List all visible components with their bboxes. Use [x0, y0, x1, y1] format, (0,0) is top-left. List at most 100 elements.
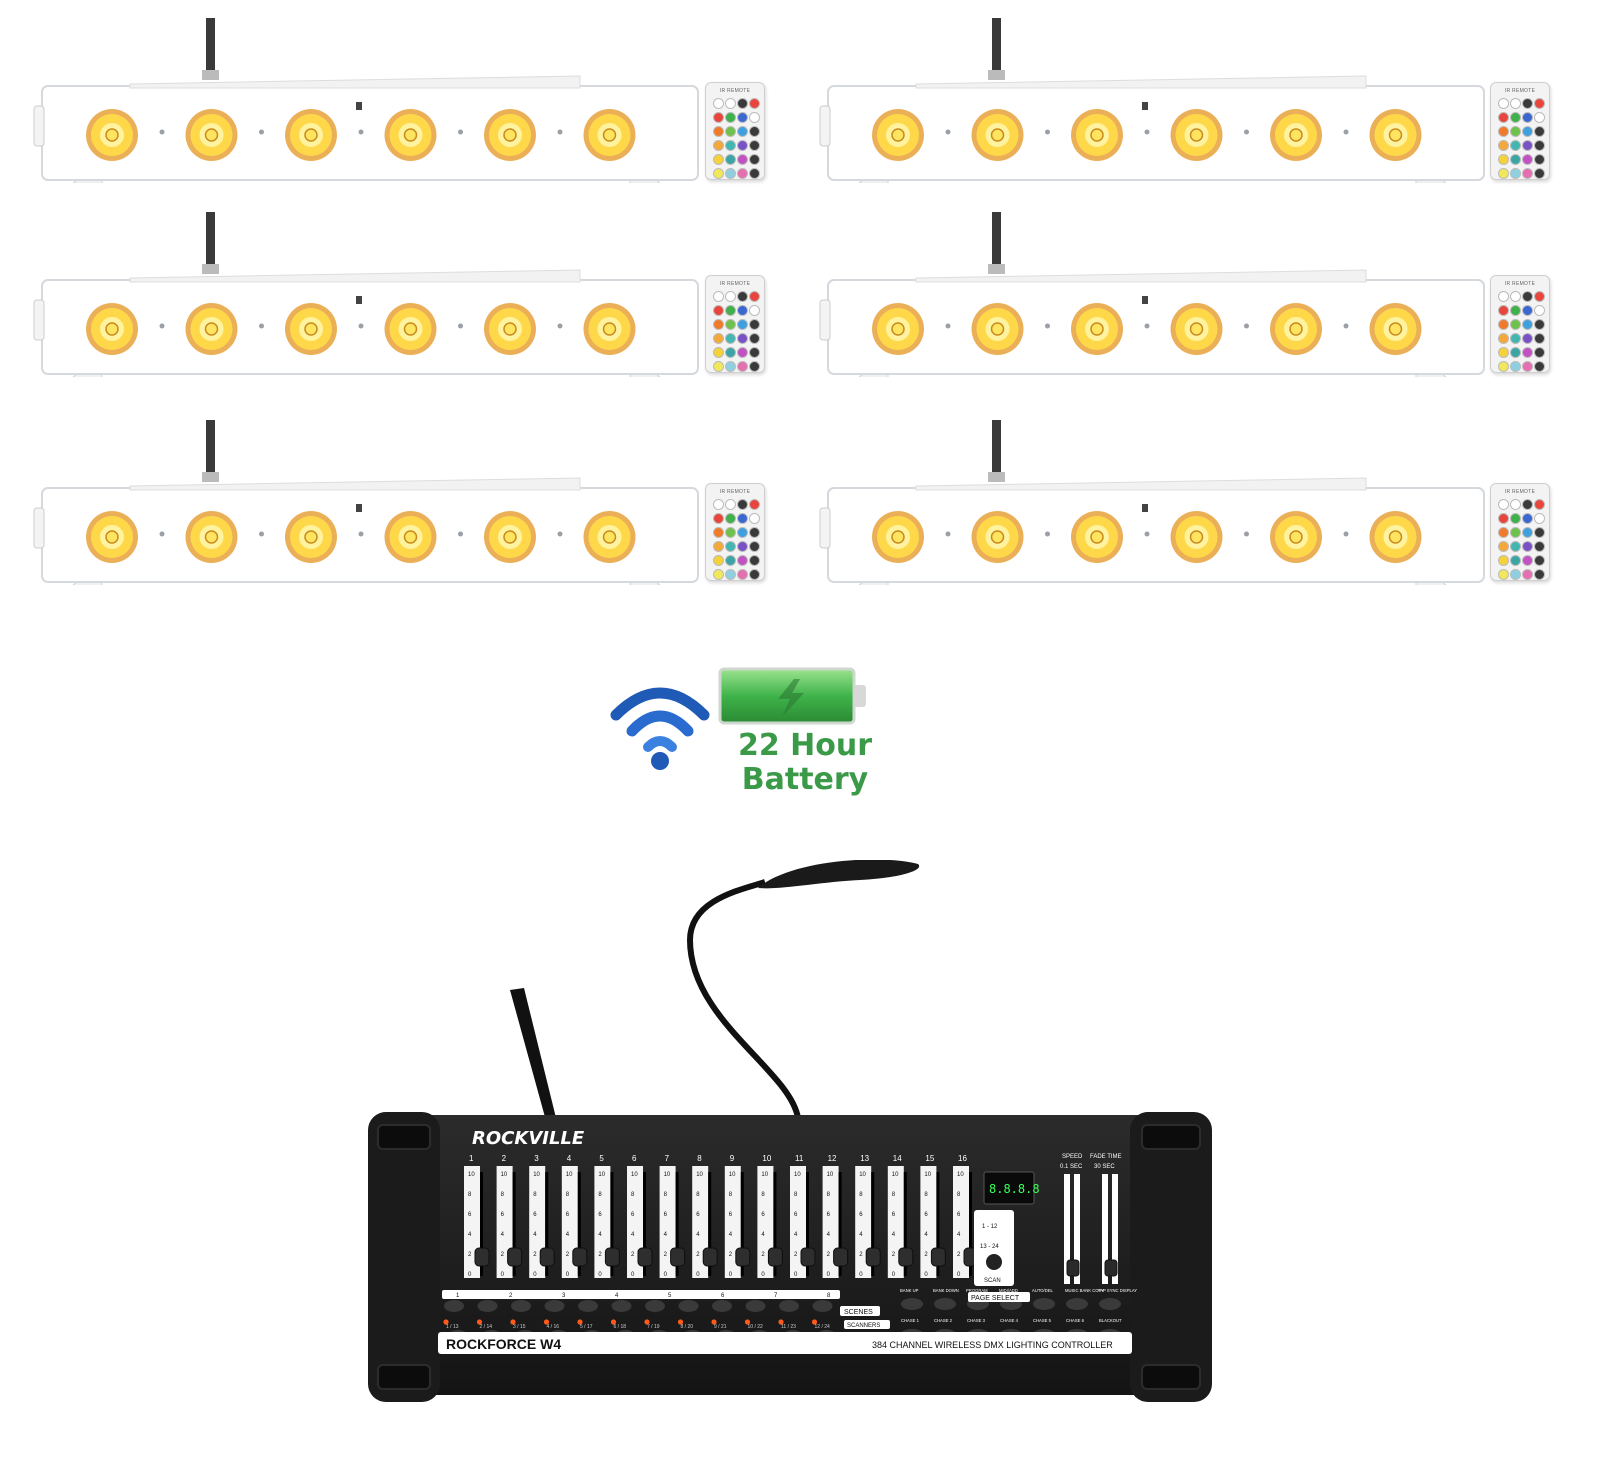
scanner-led [811, 1319, 818, 1325]
channel-fader[interactable] [898, 1247, 914, 1267]
remote-label: IR REMOTE [1504, 281, 1536, 287]
chase-label: CHASE 6 [1066, 1318, 1085, 1323]
fader-scale-number: 8 [501, 1192, 505, 1198]
channel-fader[interactable] [735, 1247, 751, 1267]
ir-remote: IR REMOTE [705, 483, 765, 581]
remote-key [1497, 126, 1509, 137]
fader-scale-number: 8 [794, 1192, 798, 1198]
scene-button[interactable] [678, 1300, 699, 1312]
remote-key [712, 513, 724, 524]
scene-button[interactable] [511, 1300, 531, 1312]
scanner-label: 5 / 17 [580, 1324, 593, 1330]
fader-scale-number: 10 [729, 1172, 736, 1178]
remote-key [1521, 168, 1533, 179]
scene-button[interactable] [444, 1300, 464, 1312]
remote-key [736, 98, 748, 109]
scene-button[interactable] [611, 1300, 632, 1312]
function-button[interactable] [1099, 1298, 1121, 1310]
fader-scale-number: 4 [827, 1232, 831, 1238]
remote-key [1497, 555, 1509, 566]
remote-key [724, 555, 736, 566]
fader-scale-number: 8 [729, 1192, 733, 1198]
remote-key [1497, 140, 1509, 151]
remote-key [736, 499, 748, 510]
scene-button[interactable] [578, 1300, 598, 1312]
fader-scale-number: 0 [664, 1272, 668, 1278]
remote-key [1509, 513, 1521, 524]
remote-key [1497, 291, 1509, 302]
channel-fader[interactable] [833, 1247, 849, 1267]
remote-label: IR REMOTE [719, 281, 751, 287]
remote-key [1497, 154, 1509, 165]
remote-key [736, 361, 748, 372]
model-name: ROCKFORCE W4 [446, 1336, 561, 1352]
function-button[interactable] [1066, 1298, 1088, 1310]
remote-key [1497, 361, 1509, 372]
channel-fader[interactable] [670, 1247, 686, 1267]
channel-fader[interactable] [767, 1247, 783, 1267]
channel-fader[interactable] [572, 1247, 588, 1267]
fader-scale-number: 10 [696, 1172, 703, 1178]
scene-button[interactable] [544, 1300, 565, 1312]
function-label: MUSIC BANK COPY [1065, 1288, 1104, 1293]
channel-fader[interactable] [637, 1247, 653, 1267]
remote-key [1533, 555, 1545, 566]
scanner-led [778, 1319, 784, 1325]
remote-key [724, 527, 736, 538]
remote-key [1497, 499, 1509, 510]
scene-button[interactable] [779, 1300, 799, 1312]
remote-key [1509, 527, 1521, 538]
scanner-led [711, 1319, 717, 1325]
fader-scale-number: 2 [859, 1252, 863, 1258]
dmx-controller: 1108642021086420310864204108642051086420… [368, 860, 1212, 1402]
led [1071, 303, 1123, 355]
channel-fader[interactable] [930, 1247, 946, 1267]
fader-scale-number: 6 [924, 1212, 928, 1218]
scene-button[interactable] [477, 1300, 498, 1312]
chase-label: CHASE 5 [1033, 1318, 1052, 1323]
fader-scale-number: 10 [566, 1172, 573, 1178]
function-button[interactable] [934, 1298, 956, 1310]
remote-key [1497, 305, 1509, 316]
remote-key [736, 291, 748, 302]
channel-number: 15 [925, 1154, 934, 1163]
fader-scale-number: 2 [631, 1252, 635, 1258]
channel-fader[interactable] [507, 1247, 523, 1267]
led [384, 109, 437, 161]
remote-key [1509, 333, 1521, 344]
led [185, 511, 238, 563]
remote-key [748, 140, 760, 151]
led [185, 303, 238, 355]
scene-button[interactable] [645, 1300, 665, 1312]
scene-button[interactable] [812, 1300, 833, 1312]
remote-key [712, 126, 724, 137]
function-label: PROGRAM [966, 1288, 988, 1293]
channel-fader[interactable] [800, 1247, 816, 1267]
remote-key [724, 98, 736, 109]
battery-badge: 22 Hour Battery [610, 665, 890, 815]
fader-scale-number: 0 [924, 1272, 928, 1278]
scene-button[interactable] [712, 1300, 732, 1312]
led [1369, 511, 1422, 563]
led [384, 511, 437, 563]
remote-key [736, 541, 748, 552]
speed-label: SPEED [1062, 1154, 1083, 1160]
function-button[interactable] [1033, 1298, 1055, 1310]
scene-button[interactable] [745, 1300, 766, 1312]
function-button[interactable] [901, 1298, 923, 1310]
led [583, 109, 636, 161]
fader-scale-number: 4 [468, 1232, 472, 1238]
remote-key [1521, 140, 1533, 151]
remote-key [1509, 555, 1521, 566]
scanner-label: 7 / 19 [647, 1324, 660, 1330]
channel-fader[interactable] [474, 1247, 490, 1267]
chase-label: CHASE 2 [934, 1318, 953, 1323]
remote-key [712, 98, 724, 109]
channel-fader[interactable] [865, 1247, 881, 1267]
fader-scale-number: 8 [892, 1192, 896, 1198]
fader-scale-number: 6 [566, 1212, 570, 1218]
channel-fader[interactable] [604, 1247, 620, 1267]
channel-fader[interactable] [539, 1247, 555, 1267]
channel-fader[interactable] [702, 1247, 718, 1267]
fader-scale-number: 4 [761, 1232, 765, 1238]
